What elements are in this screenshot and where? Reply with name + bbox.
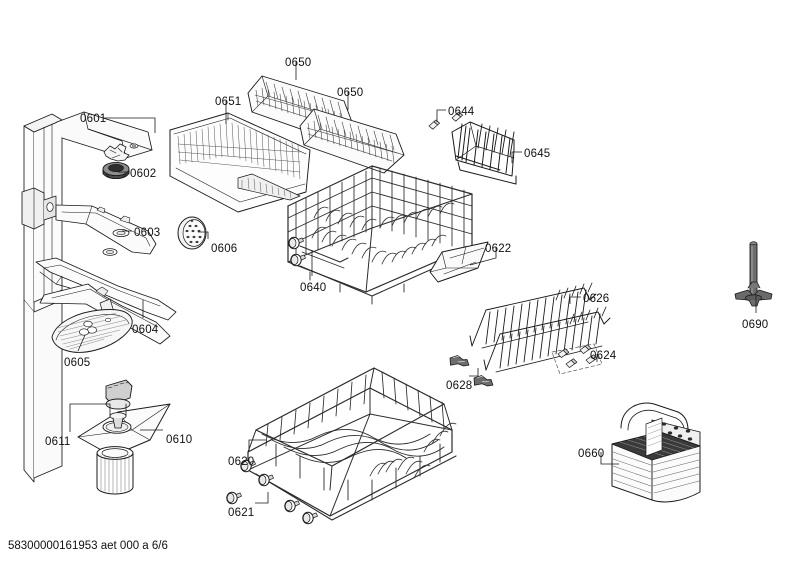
part-0602-spray-nozzle-cap xyxy=(102,143,130,180)
part-0624-tine-rack-clip-set xyxy=(551,343,603,375)
part-label-coarse-filter-sieve: 0605 xyxy=(64,357,91,369)
part-label-micro-filter-cylinder: 0611 xyxy=(45,436,71,448)
leader-plate-rack-clip xyxy=(436,109,446,122)
part-label-water-supply-column: 0601 xyxy=(80,113,107,125)
part-micro-filter-top-cap xyxy=(105,379,133,429)
leader-basket-handle-trim xyxy=(469,247,497,266)
part-label-basket-handle-trim: 0622 xyxy=(485,243,512,255)
part-0611-micro-filter-cylinder xyxy=(96,446,134,495)
part-lower-basket xyxy=(247,367,457,521)
part-0626-folding-tine-racks xyxy=(469,282,611,373)
part-0645-folding-plate-rack xyxy=(451,121,517,185)
leader-folding-tine-rack xyxy=(569,296,581,304)
leader-water-supply-column xyxy=(103,117,156,133)
part-label-folding-plate-rack: 0645 xyxy=(524,148,551,160)
part-label-upper-basket: 0640 xyxy=(300,282,327,294)
document-footer: 58300000161953 aet 000 a 6/6 xyxy=(8,540,168,552)
part-label-spray-arm-bearing: 0603 xyxy=(134,227,161,239)
part-label-telescopic-spray-tube: 0690 xyxy=(742,319,769,331)
part-0650-cup-shelf-insert-b xyxy=(299,108,405,174)
part-label-glass-rack-shelf: 0651 xyxy=(215,96,242,108)
leader-micro-filter-cylinder xyxy=(69,403,110,432)
part-label-cup-shelf-insert-a: 0650 xyxy=(285,57,312,69)
leader-lines xyxy=(69,62,757,504)
part-0651-glass-rack-shelf xyxy=(169,112,311,213)
part-label-basket-roller-set: 0621 xyxy=(228,507,255,519)
part-label-cup-shelf-insert-b: 0650 xyxy=(337,87,364,99)
leader-coarse-filter-sieve xyxy=(77,334,86,352)
part-label-tine-rack-hinge: 0628 xyxy=(446,380,473,392)
leader-tine-rack-hinge xyxy=(469,368,479,377)
part-0622-basket-handle-trim xyxy=(429,241,489,283)
part-label-perforated-disc: 0606 xyxy=(211,243,238,255)
leader-cutlery-basket xyxy=(600,452,619,465)
leader-basket-roller-set xyxy=(255,492,269,504)
part-0690-telescopic-spray-tube xyxy=(734,241,773,307)
part-label-spray-nozzle-cap: 0602 xyxy=(130,168,157,180)
leader-basket-roller-single xyxy=(248,439,266,452)
part-label-cutlery-basket: 0660 xyxy=(578,448,605,460)
leader-folding-plate-rack xyxy=(511,151,522,163)
part-label-lower-spray-arm: 0604 xyxy=(132,324,159,336)
part-0606-perforated-disc xyxy=(177,216,207,250)
leader-perforated-disc xyxy=(198,231,209,239)
part-label-basket-roller-single: 0620 xyxy=(228,456,255,468)
part-label-tine-rack-clip-set: 0624 xyxy=(590,350,617,362)
part-label-flat-filter-plate: 0610 xyxy=(166,434,193,446)
part-0605-coarse-filter-sieve xyxy=(51,309,133,353)
part-label-plate-rack-clip: 0644 xyxy=(448,106,475,118)
part-label-folding-tine-rack: 0626 xyxy=(583,293,610,305)
part-0660-cutlery-basket xyxy=(611,402,701,503)
